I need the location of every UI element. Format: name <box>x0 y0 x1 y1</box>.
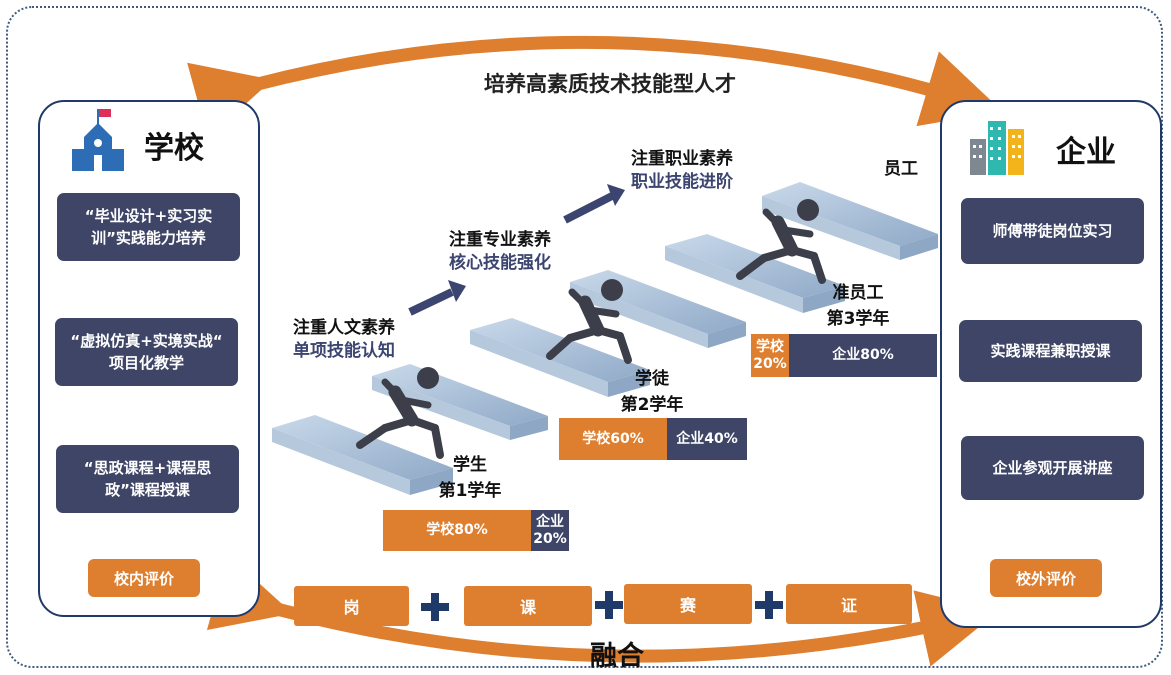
stage-2-role: 学徒 <box>635 369 669 389</box>
focus-2-line2: 核心技能强化 <box>449 253 551 273</box>
focus-1-line1: 注重人文素养 <box>293 318 395 338</box>
stage-1-role: 学生 <box>453 455 487 475</box>
runner-icon-3 <box>736 199 826 284</box>
school-eval-badge: 校内评价 <box>88 559 200 597</box>
ratio-3-school-line2: 20% <box>753 355 787 372</box>
ratio-bar-3: 学校 20% 企业80% <box>751 334 937 377</box>
school-icon <box>72 109 124 171</box>
school-item-1: “毕业设计+实习实训”实践能力培养 <box>57 193 240 261</box>
stage-1-year: 第1学年 <box>438 481 502 501</box>
fusion-pill-post: 岗 <box>294 586 409 626</box>
progress-arrow-2 <box>563 184 625 224</box>
enterprise-title: 企业 <box>1056 135 1116 170</box>
stage-3-role: 准员工 <box>832 283 884 303</box>
stage-2-label: 学徒 第2学年 <box>612 366 692 418</box>
fusion-pill-certificate: 证 <box>786 584 912 624</box>
focus-label-1: 注重人文素养 单项技能认知 <box>284 317 404 363</box>
school-title: 学校 <box>144 131 204 166</box>
top-arc-arrow <box>187 35 1003 138</box>
runner-icon-2 <box>546 279 632 364</box>
runner-icon-1 <box>356 367 444 459</box>
school-item-2-line1: “虚拟仿真+实境实战“ <box>70 332 223 350</box>
ratio-2-school: 学校60% <box>559 418 667 460</box>
school-item-2: “虚拟仿真+实境实战“ 项目化教学 <box>55 318 238 386</box>
fusion-title: 融合 <box>590 641 644 672</box>
enterprise-eval-badge: 校外评价 <box>990 559 1102 597</box>
focus-1-line2: 单项技能认知 <box>293 341 395 361</box>
enterprise-item-1: 师傅带徒岗位实习 <box>961 198 1144 264</box>
employee-label: 员工 <box>884 159 918 179</box>
stage-3-year: 第3学年 <box>826 309 890 329</box>
stage-1-label: 学生 第1学年 <box>430 452 510 504</box>
ratio-2-enterprise: 企业40% <box>667 418 747 460</box>
focus-label-2: 注重专业素养 核心技能强化 <box>440 229 560 275</box>
fusion-pill-course: 课 <box>464 586 592 626</box>
school-item-1-line1: “毕业设计+实习实 <box>84 207 213 225</box>
school-item-3-line1: “思政课程+课程思 <box>83 459 212 477</box>
school-item-3: “思政课程+课程思政”课程授课 <box>56 445 239 513</box>
outer-frame <box>6 6 1163 668</box>
top-title: 培养高素质技术技能型人才 <box>484 72 736 96</box>
focus-3-line2: 职业技能进阶 <box>631 172 733 192</box>
school-item-1-line2: 训”实践能力培养 <box>91 229 206 247</box>
ratio-1-ent-line2: 20% <box>533 530 567 547</box>
ratio-1-school: 学校80% <box>383 510 531 551</box>
ratio-3-school: 学校 20% <box>751 334 789 377</box>
plus-icon-3 <box>755 591 783 619</box>
ratio-3-enterprise: 企业80% <box>789 334 937 377</box>
focus-label-3: 注重职业素养 职业技能进阶 <box>622 148 742 194</box>
ratio-1-ent-line1: 企业 <box>536 513 564 530</box>
school-item-3-line2: 政”课程授课 <box>105 481 190 499</box>
stage-3-label: 准员工 第3学年 <box>818 280 898 332</box>
progress-arrow-1 <box>408 280 466 316</box>
school-item-2-line2: 项目化教学 <box>108 354 184 372</box>
ratio-bar-2: 学校60% 企业40% <box>559 418 747 460</box>
bottom-arc-arrow <box>206 554 999 667</box>
focus-3-line1: 注重职业素养 <box>631 149 733 169</box>
enterprise-item-3: 企业参观开展讲座 <box>961 436 1144 500</box>
focus-2-line1: 注重专业素养 <box>449 230 551 250</box>
enterprise-item-2: 实践课程兼职授课 <box>959 320 1142 382</box>
ratio-3-school-line1: 学校 <box>756 338 784 355</box>
stage-2-year: 第2学年 <box>620 395 684 415</box>
ratio-1-enterprise: 企业 20% <box>531 510 569 551</box>
plus-icon-1 <box>421 593 449 621</box>
fusion-pill-competition: 赛 <box>624 584 752 624</box>
ratio-bar-1: 学校80% 企业 20% <box>383 510 569 551</box>
plus-icon-2 <box>595 591 623 619</box>
enterprise-building-icon <box>970 121 1024 175</box>
